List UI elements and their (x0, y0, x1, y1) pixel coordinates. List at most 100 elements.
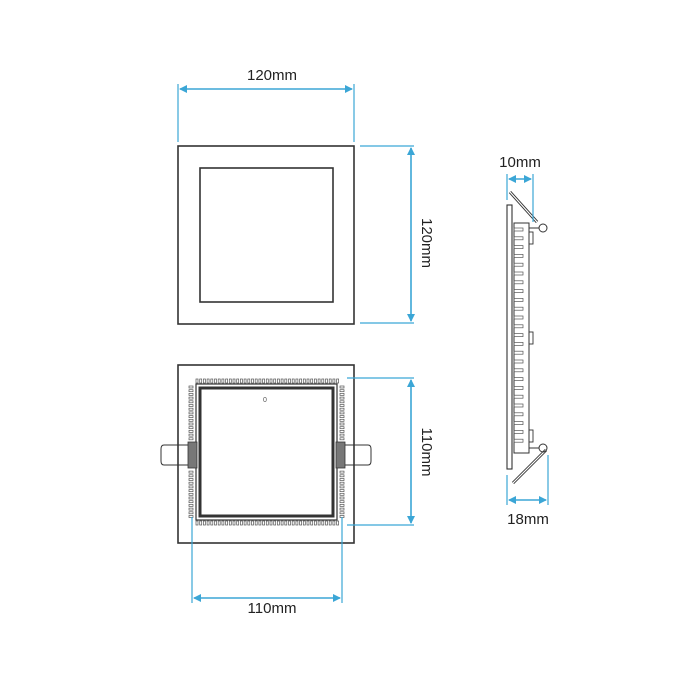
fin-tooth (188, 400, 194, 404)
fin-tooth (339, 411, 345, 415)
fin-tooth (188, 470, 194, 474)
fin-tooth (339, 474, 345, 478)
fin-tooth (214, 378, 217, 384)
fin-tooth (339, 511, 345, 515)
back-view: 0 110mm 110mm (160, 364, 435, 617)
fin-tooth (247, 520, 251, 526)
fin-tooth (339, 418, 345, 422)
fin-tooth (339, 481, 345, 485)
bottom-width-label: 110mm (248, 600, 297, 617)
fin-tooth (328, 520, 332, 526)
fin-tooth (325, 520, 328, 526)
fin-tooth (228, 378, 232, 384)
fin-tooth (284, 378, 288, 384)
top-width-label: 120mm (247, 67, 297, 84)
fin-tooth (188, 430, 194, 433)
fin-tooth (332, 520, 336, 526)
front-light-panel (199, 167, 334, 303)
fin-tooth (188, 507, 194, 511)
fin-tooth (188, 515, 194, 518)
fin-tooth (336, 378, 339, 384)
side-fin (513, 254, 524, 258)
fin-tooth (339, 415, 345, 418)
side-fin (513, 306, 524, 311)
fin-tooth (221, 378, 225, 384)
side-fin (513, 394, 524, 399)
side-fin (513, 368, 524, 373)
fin-tooth (188, 500, 194, 504)
side-fin (513, 333, 524, 337)
side-fin (513, 342, 524, 346)
side-bottom-clip (511, 443, 548, 485)
fin-tooth (339, 500, 345, 504)
side-fins (513, 227, 524, 443)
fin-tooth (339, 489, 345, 492)
fin-tooth (339, 470, 345, 474)
fin-tooth (284, 520, 288, 526)
right-spring-clip (335, 441, 372, 469)
side-fin (513, 289, 524, 293)
fin-tooth (240, 378, 243, 384)
fin-tooth (236, 378, 240, 384)
fin-tooth (188, 389, 194, 393)
fin-tooth (310, 378, 314, 384)
fin-tooth (188, 426, 194, 430)
fin-tooth (306, 520, 310, 526)
fin-tooth (254, 520, 258, 526)
fin-tooth (339, 389, 345, 393)
fin-tooth (339, 407, 345, 411)
fin-tooth (225, 520, 228, 526)
fin-tooth (277, 378, 280, 384)
fin-tooth (306, 378, 310, 384)
fin-tooth (188, 474, 194, 478)
fin-tooth (288, 378, 291, 384)
fin-tooth (217, 520, 221, 526)
fin-tooth (339, 385, 345, 389)
fin-tooth (325, 378, 328, 384)
side-fin (513, 236, 524, 241)
fin-tooth (195, 378, 199, 384)
side-fin (513, 280, 524, 285)
fin-tooth (188, 492, 194, 496)
fin-tooth (339, 492, 345, 496)
fin-tooth (280, 520, 284, 526)
fin-tooth (243, 520, 247, 526)
fin-tooth (188, 504, 194, 507)
back-outer-frame (177, 364, 355, 544)
side-fin (513, 271, 524, 276)
fin-tooth (188, 404, 194, 407)
fin-tooth (258, 378, 262, 384)
fin-tooth (188, 411, 194, 415)
side-fin (513, 324, 524, 329)
fin-tooth (314, 520, 317, 526)
fin-tooth (280, 378, 284, 384)
side-fin (513, 245, 524, 249)
fin-tooth (188, 511, 194, 515)
fin-tooth (188, 437, 194, 441)
side-fin (513, 438, 524, 443)
side-bottom-label: 18mm (507, 511, 549, 528)
fin-tooth (321, 520, 325, 526)
fin-tooth (262, 378, 265, 384)
side-top-label: 10mm (499, 154, 541, 171)
fin-tooth (195, 520, 199, 526)
side-fin (513, 227, 524, 232)
fin-tooth (188, 481, 194, 485)
fin-tooth (240, 520, 243, 526)
side-fin (513, 350, 524, 355)
fin-tooth (302, 520, 306, 526)
fin-tooth (339, 426, 345, 430)
fin-tooth (314, 378, 317, 384)
fin-tooth (247, 378, 251, 384)
fin-tooth (251, 378, 254, 384)
fin-tooth (321, 378, 325, 384)
side-fin (513, 298, 524, 302)
fin-tooth (332, 378, 336, 384)
fin-tooth (277, 520, 280, 526)
fin-tooth (339, 404, 345, 407)
fin-tooth (299, 378, 302, 384)
back-panel (198, 386, 335, 518)
fin-tooth (317, 378, 321, 384)
fin-tooth (339, 504, 345, 507)
